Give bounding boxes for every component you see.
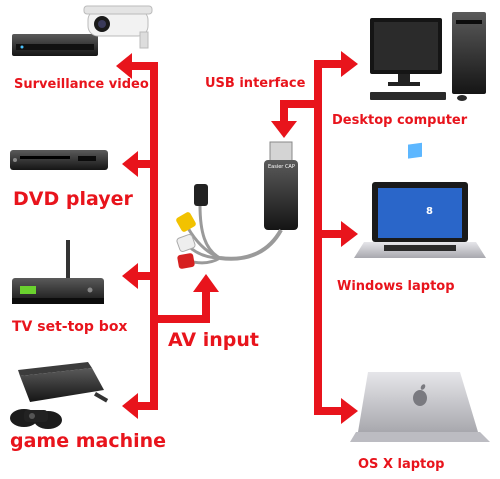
osx-arrow-head [341,398,358,424]
desktop-arrow-line [314,60,344,68]
osx-arrow-line [314,407,344,415]
windows-laptop-label: Windows laptop [337,279,455,294]
dvd-player-label: DVD player [13,188,133,210]
left-arrows [116,53,219,419]
game-console-icon [10,362,109,429]
dvd-body [10,150,108,170]
av-connector-horizontal [150,315,210,323]
white-plug [176,234,196,252]
red-plug [177,253,195,269]
mac-base [350,432,490,442]
macbook-icon [350,372,490,442]
av-arrow-head [193,274,219,292]
camera-visor [83,5,153,15]
windows-badge-text: 8 [426,206,433,217]
camera-mount [139,31,149,49]
tv-arrow-head [122,263,138,289]
cable-main [219,228,283,261]
usb-arrow-head [271,121,297,138]
windows-logo [408,142,422,159]
surveillance-arrow-line [130,62,158,70]
game-arrow-line [135,402,158,410]
av-input-label: AV input [168,329,259,351]
usb-plug-metal [269,141,293,163]
dvd-arrow-line [135,160,158,168]
cable-yellow [186,227,221,260]
camera-lens-glass [98,20,106,28]
desktop-arrow-head [341,51,358,77]
mouse [457,95,467,101]
stb-display [20,286,36,294]
game-arrow-head [122,393,138,419]
svideo-plug [194,184,208,206]
monitor-neck [398,74,410,82]
cctv-camera-and-dvr-icon [12,5,153,56]
windows-arrow-head [341,221,358,247]
tv-arrow-line [135,272,158,280]
dvd-player-icon [10,150,108,170]
stb-button [87,287,93,293]
tower-case [452,12,486,94]
dvr-front-panel [16,44,94,50]
win-laptop-keys [384,245,456,251]
monitor-screen [374,22,438,70]
dvd-arrow-head [122,151,138,177]
cable-svideo [198,204,221,260]
usb-branch-horizontal [280,100,322,108]
keyboard [370,92,446,100]
tv-set-top-box-label: TV set-top box [12,319,128,335]
dvd-tray [20,156,70,159]
surveillance-video-label: Surveillance video [14,77,149,92]
win-laptop-screen [378,188,462,238]
usb-interface-label: USB interface [205,76,306,91]
dvd-display [78,156,96,161]
usb-branch-vertical [280,100,288,124]
game-machine-label: game machine [10,430,167,452]
apple-logo-leaf [420,384,426,390]
console-body [20,368,104,402]
set-top-box-icon [12,240,104,304]
surveillance-arrow-head [116,53,132,79]
adapter-body [264,160,298,230]
controller-stick [29,413,35,419]
adapter-brand-text: Easier CAP [268,164,295,170]
desktop-computer-label: Desktop computer [332,113,468,128]
controller-center [24,410,48,422]
desktop-computer-icon [370,12,486,101]
stb-antenna [66,240,70,280]
yellow-plug [176,212,196,232]
monitor-base [388,82,420,86]
windows-laptop-icon: 8 [354,142,486,258]
right-arrows [271,51,358,424]
usb-capture-adapter-icon: Easier CAP [176,141,298,269]
stb-front-strip [12,298,104,304]
windows-arrow-line [314,230,344,238]
apple-logo-body [413,390,427,406]
stb-body [12,278,104,304]
dvr-led [20,45,24,49]
console-controller-wire [94,392,109,403]
console-top [18,362,92,376]
left-trunk-line [150,62,158,410]
os-x-laptop-label: OS X laptop [358,457,445,472]
dvd-power-button [13,158,17,162]
av-connector-vertical [202,290,210,323]
tower-drive-bay [456,20,482,24]
